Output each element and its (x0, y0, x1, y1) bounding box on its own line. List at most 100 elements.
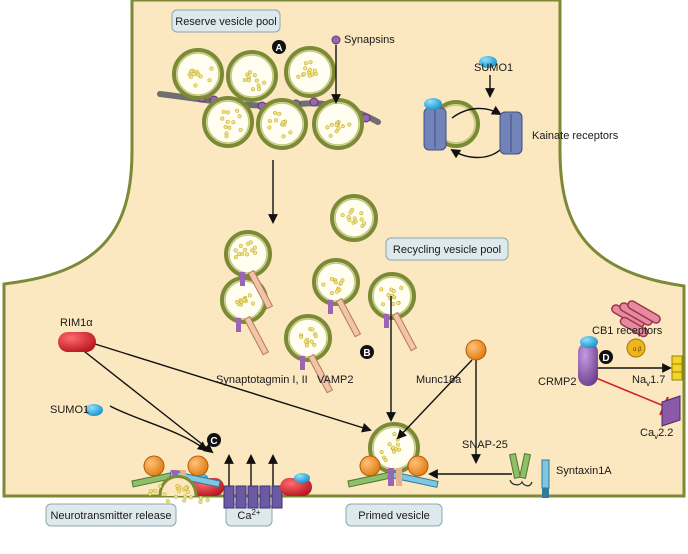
released-dot (149, 488, 154, 494)
neurotransmitter-dot (245, 241, 251, 246)
neurotransmitter-dot (380, 302, 385, 307)
neurotransmitter-dot (288, 130, 293, 135)
neurotransmitter-dot (340, 213, 345, 218)
neurotransmitter-dot (225, 110, 230, 115)
cb1-label: CB1 receptors (592, 325, 663, 337)
released-dot (198, 495, 203, 501)
neurotransmitter-dot (252, 245, 257, 250)
vesicle-inner-membrane (288, 318, 328, 358)
vesicle-inner-membrane (334, 198, 374, 238)
neurotransmitter-dot (391, 449, 397, 454)
rim1-sumoylated-right (280, 473, 312, 496)
neurotransmitter-dot (347, 122, 352, 127)
synaptotagmin-stalk (328, 300, 333, 314)
neurotransmitter-dot (267, 119, 272, 124)
neurotransmitter-dot (196, 72, 201, 77)
neurotransmitter-dot (254, 78, 259, 83)
neurotransmitter-dot (333, 280, 338, 285)
neurotransmitter-dot (334, 122, 339, 127)
neurotransmitter-dot (307, 67, 312, 73)
rim1-label: RIM1α (60, 317, 93, 329)
neurotransmitter-dot (329, 291, 335, 296)
neurotransmitter-dot (246, 74, 251, 79)
neurotransmitter-dot (390, 302, 396, 307)
neurotransmitter-dot (243, 247, 248, 252)
marker-a: A (272, 40, 286, 54)
neurotransmitter-dot (303, 339, 308, 344)
neurotransmitter-dot (383, 457, 388, 463)
neurotransmitter-dot (189, 69, 194, 74)
neurotransmitter-dot (277, 111, 282, 116)
pathway-arrows (79, 45, 672, 479)
vesicle-inner-membrane (228, 234, 268, 274)
synapsin-legend-dot (331, 35, 341, 45)
neurotransmitter-dot (386, 293, 391, 298)
neurotransmitter-dot (299, 334, 304, 339)
vesicle-inner-membrane (206, 100, 250, 144)
released-dot (183, 494, 188, 499)
neurotransmitter-dot (281, 134, 286, 139)
neurotransmitter-dot (250, 301, 256, 306)
neurotransmitter-dot (257, 86, 262, 92)
docked-complex-primed (347, 455, 439, 488)
synapsins-label: Synapsins (344, 34, 395, 46)
neurotransmitter-dot (399, 285, 404, 291)
neurotransmitter-dot (267, 125, 272, 130)
cav22-channel (661, 395, 681, 427)
cav22-label: Cav2.2 (640, 427, 673, 441)
neurotransmitter-dot (310, 327, 315, 332)
neurotransmitter-dot (334, 289, 340, 294)
neurotransmitter-dot (188, 74, 193, 79)
cb1-receptor (611, 300, 661, 338)
neurotransmitter-dot (193, 83, 198, 88)
released-neurotransmitter (147, 483, 210, 504)
marker-d: D (599, 350, 613, 364)
neurotransmitter-dot (392, 432, 397, 437)
neurotransmitter-dot (395, 442, 400, 447)
neurotransmitter-dot (348, 210, 353, 215)
sumo1-free-top (479, 56, 497, 68)
neurotransmitter-dot (224, 134, 229, 139)
neurotransmitter-dot (247, 70, 253, 75)
vamp2-stalk (243, 315, 270, 356)
vesicle-inner-membrane (288, 50, 332, 94)
synaptic-vesicle (226, 50, 278, 102)
neurotransmitter-dot (235, 299, 240, 305)
neurotransmitter-dot (391, 445, 396, 450)
released-dot (157, 483, 163, 489)
kainate-label: Kainate receptors (532, 130, 619, 142)
neurotransmitter-dot (307, 73, 312, 78)
syntaxin1a-label: Syntaxin1A (556, 465, 612, 477)
svg-text:α β: α β (633, 347, 642, 353)
neurotransmitter-dot (359, 211, 364, 216)
synaptotagmin-stalk (236, 318, 241, 332)
neurotransmitter-dot (209, 66, 214, 71)
released-dot (198, 499, 203, 504)
nav17-label: Nav1.7 (632, 374, 665, 388)
snap25-label: SNAP-25 (462, 439, 508, 451)
neurotransmitter-dot (396, 447, 402, 452)
munc18a-label: Munc18a (416, 374, 462, 386)
neurotransmitter-dot (313, 334, 318, 339)
neurotransmitter-dot (238, 127, 243, 132)
neurotransmitter-dot (296, 74, 301, 79)
neurotransmitter-dot (235, 108, 240, 113)
sumo1-free-left (85, 404, 103, 416)
synaptotagmin-stalk (240, 272, 245, 286)
neurotransmitter-dot (272, 110, 278, 116)
vamp2-label: VAMP2 (317, 374, 353, 386)
snap25-protein (508, 453, 533, 487)
neurotransmitter-dot (240, 251, 245, 256)
synaptotagmin-stalk (384, 314, 389, 328)
reserve-pool-box: Reserve vesicle pool (171, 9, 281, 33)
vesicle-inner-membrane (260, 102, 304, 146)
released-dot (165, 499, 170, 504)
neurotransmitter-dot (247, 293, 252, 298)
neurotransmitter-dot (338, 281, 343, 286)
neurotransmitter-dot (301, 71, 306, 77)
neurotransmitter-dot (250, 248, 255, 253)
neurotransmitter-dot (304, 343, 309, 348)
svg-text:C: C (210, 436, 217, 447)
neurotransmitter-dot (387, 442, 392, 447)
